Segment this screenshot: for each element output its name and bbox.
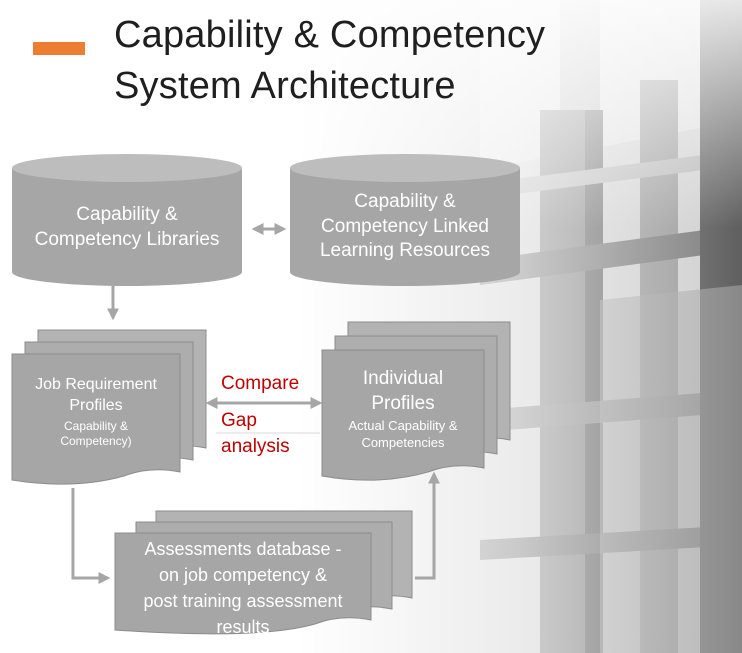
learning-resources-label: Capability & Competency Linked Learning … <box>290 190 520 264</box>
analysis-label: analysis <box>221 436 290 457</box>
libraries-label-line-1: Capability & <box>76 204 178 225</box>
assessments-label-line-4: results <box>216 617 270 638</box>
libraries-label: Capability & Competency Libraries <box>12 203 242 252</box>
job-profiles-stack <box>11 329 207 485</box>
individual-label-line-3: Actual Capability & <box>348 418 458 434</box>
learning-label-line-1: Capability & <box>354 191 456 212</box>
assessments-label-line-3: post training assessment <box>143 591 343 612</box>
individual-label-line-1: Individual <box>362 368 444 389</box>
job-label-line-2: Profiles <box>69 396 123 414</box>
individual-label-line-2: Profiles <box>371 392 435 414</box>
job-label-line-4: Competency) <box>60 434 132 449</box>
learning-label-line-3: Learning Resources <box>319 240 491 262</box>
gap-label: Gap <box>221 410 257 431</box>
libraries-label-line-2: Competency Libraries <box>34 228 220 250</box>
individual-profiles-stack <box>321 321 511 481</box>
page-title-line-1: Capability & Competency <box>114 14 546 56</box>
job-label-line-3: Capability & <box>63 418 129 433</box>
title-accent-bar <box>33 42 85 55</box>
compare-label: Compare <box>221 373 300 394</box>
individual-label-line-4: Competencies <box>361 435 445 451</box>
job-label-line-1: Job Requirement <box>35 376 157 393</box>
assessments-label-line-1: Assessments database - <box>144 539 342 559</box>
assessments-stack <box>114 510 413 635</box>
libraries-cylinder <box>12 154 242 286</box>
assessments-to-individual-connector <box>415 471 440 580</box>
individual-profiles-label: Individual Profiles Actual Capability & … <box>322 367 484 452</box>
job-profiles-label: Job Requirement Profiles Capability & Co… <box>12 375 180 450</box>
assessments-label: Assessments database - on job competency… <box>115 536 371 640</box>
page-title-line-2: System Architecture <box>114 65 456 107</box>
learning-resources-cylinder <box>290 154 520 286</box>
learning-label-line-2: Competency Linked <box>321 215 489 237</box>
assessments-label-line-2: on job competency & <box>158 565 328 586</box>
job-to-assessments-connector <box>71 488 111 584</box>
